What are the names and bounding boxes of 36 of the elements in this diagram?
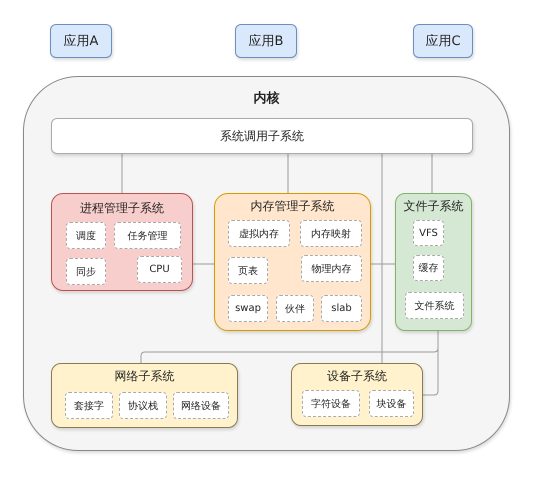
module-box: 页表 xyxy=(228,257,268,284)
module-box: 网络设备 xyxy=(173,392,229,419)
app-box: 应用A xyxy=(50,24,112,58)
subsystem-box xyxy=(51,193,193,291)
module-box: slab xyxy=(321,295,362,322)
module-box: 缓存 xyxy=(413,255,444,281)
module-box: 同步 xyxy=(66,258,106,285)
subsystem-box xyxy=(214,193,371,331)
syscall-box: 系统调用子系统 xyxy=(51,118,473,154)
module-box: 块设备 xyxy=(369,390,414,417)
app-box: 应用C xyxy=(413,24,473,58)
subsystem-title: 设备子系统 xyxy=(327,368,387,385)
module-box: 调度 xyxy=(66,222,106,249)
subsystem-title: 进程管理子系统 xyxy=(80,200,164,217)
subsystem-title: 文件子系统 xyxy=(404,198,464,215)
subsystem-title: 内存管理子系统 xyxy=(250,198,334,215)
kernel-container xyxy=(23,76,510,451)
module-box: 任务管理 xyxy=(114,222,181,249)
subsystem-box xyxy=(395,193,472,331)
subsystem-box xyxy=(291,363,423,426)
module-box: 套接字 xyxy=(65,392,113,419)
module-box: 物理内存 xyxy=(301,255,362,282)
module-box: VFS xyxy=(413,220,444,246)
module-box: CPU xyxy=(137,256,182,283)
connector-line xyxy=(422,330,438,396)
subsystem-title: 网络子系统 xyxy=(114,368,174,385)
app-box: 应用B xyxy=(235,24,297,58)
module-box: 伙伴 xyxy=(276,295,314,322)
module-box: 文件系统 xyxy=(405,292,464,319)
module-box: 协议栈 xyxy=(119,392,167,419)
kernel-title: 内核 xyxy=(254,90,280,107)
module-box: 字符设备 xyxy=(302,390,360,417)
module-box: 虚拟内存 xyxy=(228,220,290,247)
module-box: swap xyxy=(228,295,268,322)
subsystem-box xyxy=(51,363,238,428)
module-box: 内存映射 xyxy=(300,220,362,247)
